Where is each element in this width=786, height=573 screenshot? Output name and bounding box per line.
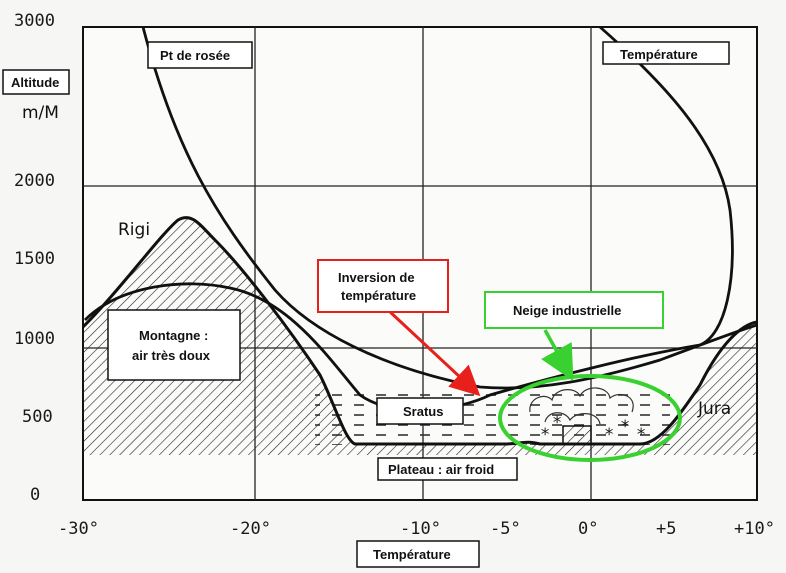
industrial-snow-highlight <box>498 374 682 462</box>
svg-text:Altitude: Altitude <box>11 75 59 90</box>
x-tick: +10° <box>734 519 775 539</box>
jura-label: Jura <box>697 399 731 419</box>
dew-point-box: Pt de rosée <box>147 41 253 69</box>
rigi-label: Rigi <box>118 220 150 240</box>
terrain <box>83 217 757 455</box>
temperature-curve <box>84 25 734 412</box>
x-tick: -30° <box>58 519 99 539</box>
y-tick: 1000 <box>14 329 55 349</box>
y-tick: 3000 <box>14 11 55 31</box>
snowflake-icons: * * * * * <box>540 413 646 445</box>
industrial-snow-arrow <box>541 329 574 382</box>
mountain-box: Montagne : air très doux <box>107 309 241 381</box>
snow-cloud <box>529 387 634 425</box>
svg-text:*: * <box>636 425 646 445</box>
svg-text:Plateau : air froid: Plateau : air froid <box>388 462 494 477</box>
svg-text:température: température <box>341 288 416 303</box>
factory-icon <box>562 425 592 445</box>
inversion-arrow <box>386 308 481 397</box>
plateau-box: Plateau : air froid <box>377 457 518 481</box>
stratus-box: Sratus <box>376 397 464 425</box>
svg-text:Montagne :: Montagne : <box>139 328 208 343</box>
svg-text:*: * <box>540 425 550 445</box>
svg-text:*: * <box>604 425 614 445</box>
x-tick: -10° <box>400 519 441 539</box>
y-tick: 0 <box>30 485 40 505</box>
svg-text:Sratus: Sratus <box>403 404 443 419</box>
svg-text:*: * <box>552 413 562 433</box>
svg-text:Pt de rosée: Pt de rosée <box>160 48 230 63</box>
x-tick: -5° <box>490 519 521 539</box>
temperature-bottom-box: Température <box>356 540 480 568</box>
svg-text:*: * <box>620 417 630 437</box>
dew-point-curve <box>141 26 758 390</box>
svg-text:Température: Température <box>373 547 451 562</box>
industrial-snow-box: Neige industrielle <box>484 291 664 329</box>
altitude-unit: m/M <box>22 103 59 123</box>
svg-text:air très doux: air très doux <box>132 348 211 363</box>
y-tick: 2000 <box>14 171 55 191</box>
inversion-box: Inversion de température <box>317 259 449 313</box>
temperature-top-box: Température <box>602 41 730 65</box>
y-tick: 1500 <box>14 249 55 269</box>
x-tick: +5 <box>656 519 676 539</box>
y-axis: 3000 2000 1500 1000 500 0 <box>14 11 55 505</box>
svg-text:Inversion de: Inversion de <box>338 270 415 285</box>
svg-text:Neige industrielle: Neige industrielle <box>513 303 621 318</box>
x-axis: -30° -20° -10° -5° 0° +5 +10° <box>58 519 775 539</box>
x-tick: 0° <box>578 519 598 539</box>
y-tick: 500 <box>22 407 53 427</box>
svg-text:Température: Température <box>620 47 698 62</box>
x-tick: -20° <box>230 519 271 539</box>
terrain-outline <box>81 216 758 446</box>
altitude-box: Altitude <box>2 69 70 95</box>
